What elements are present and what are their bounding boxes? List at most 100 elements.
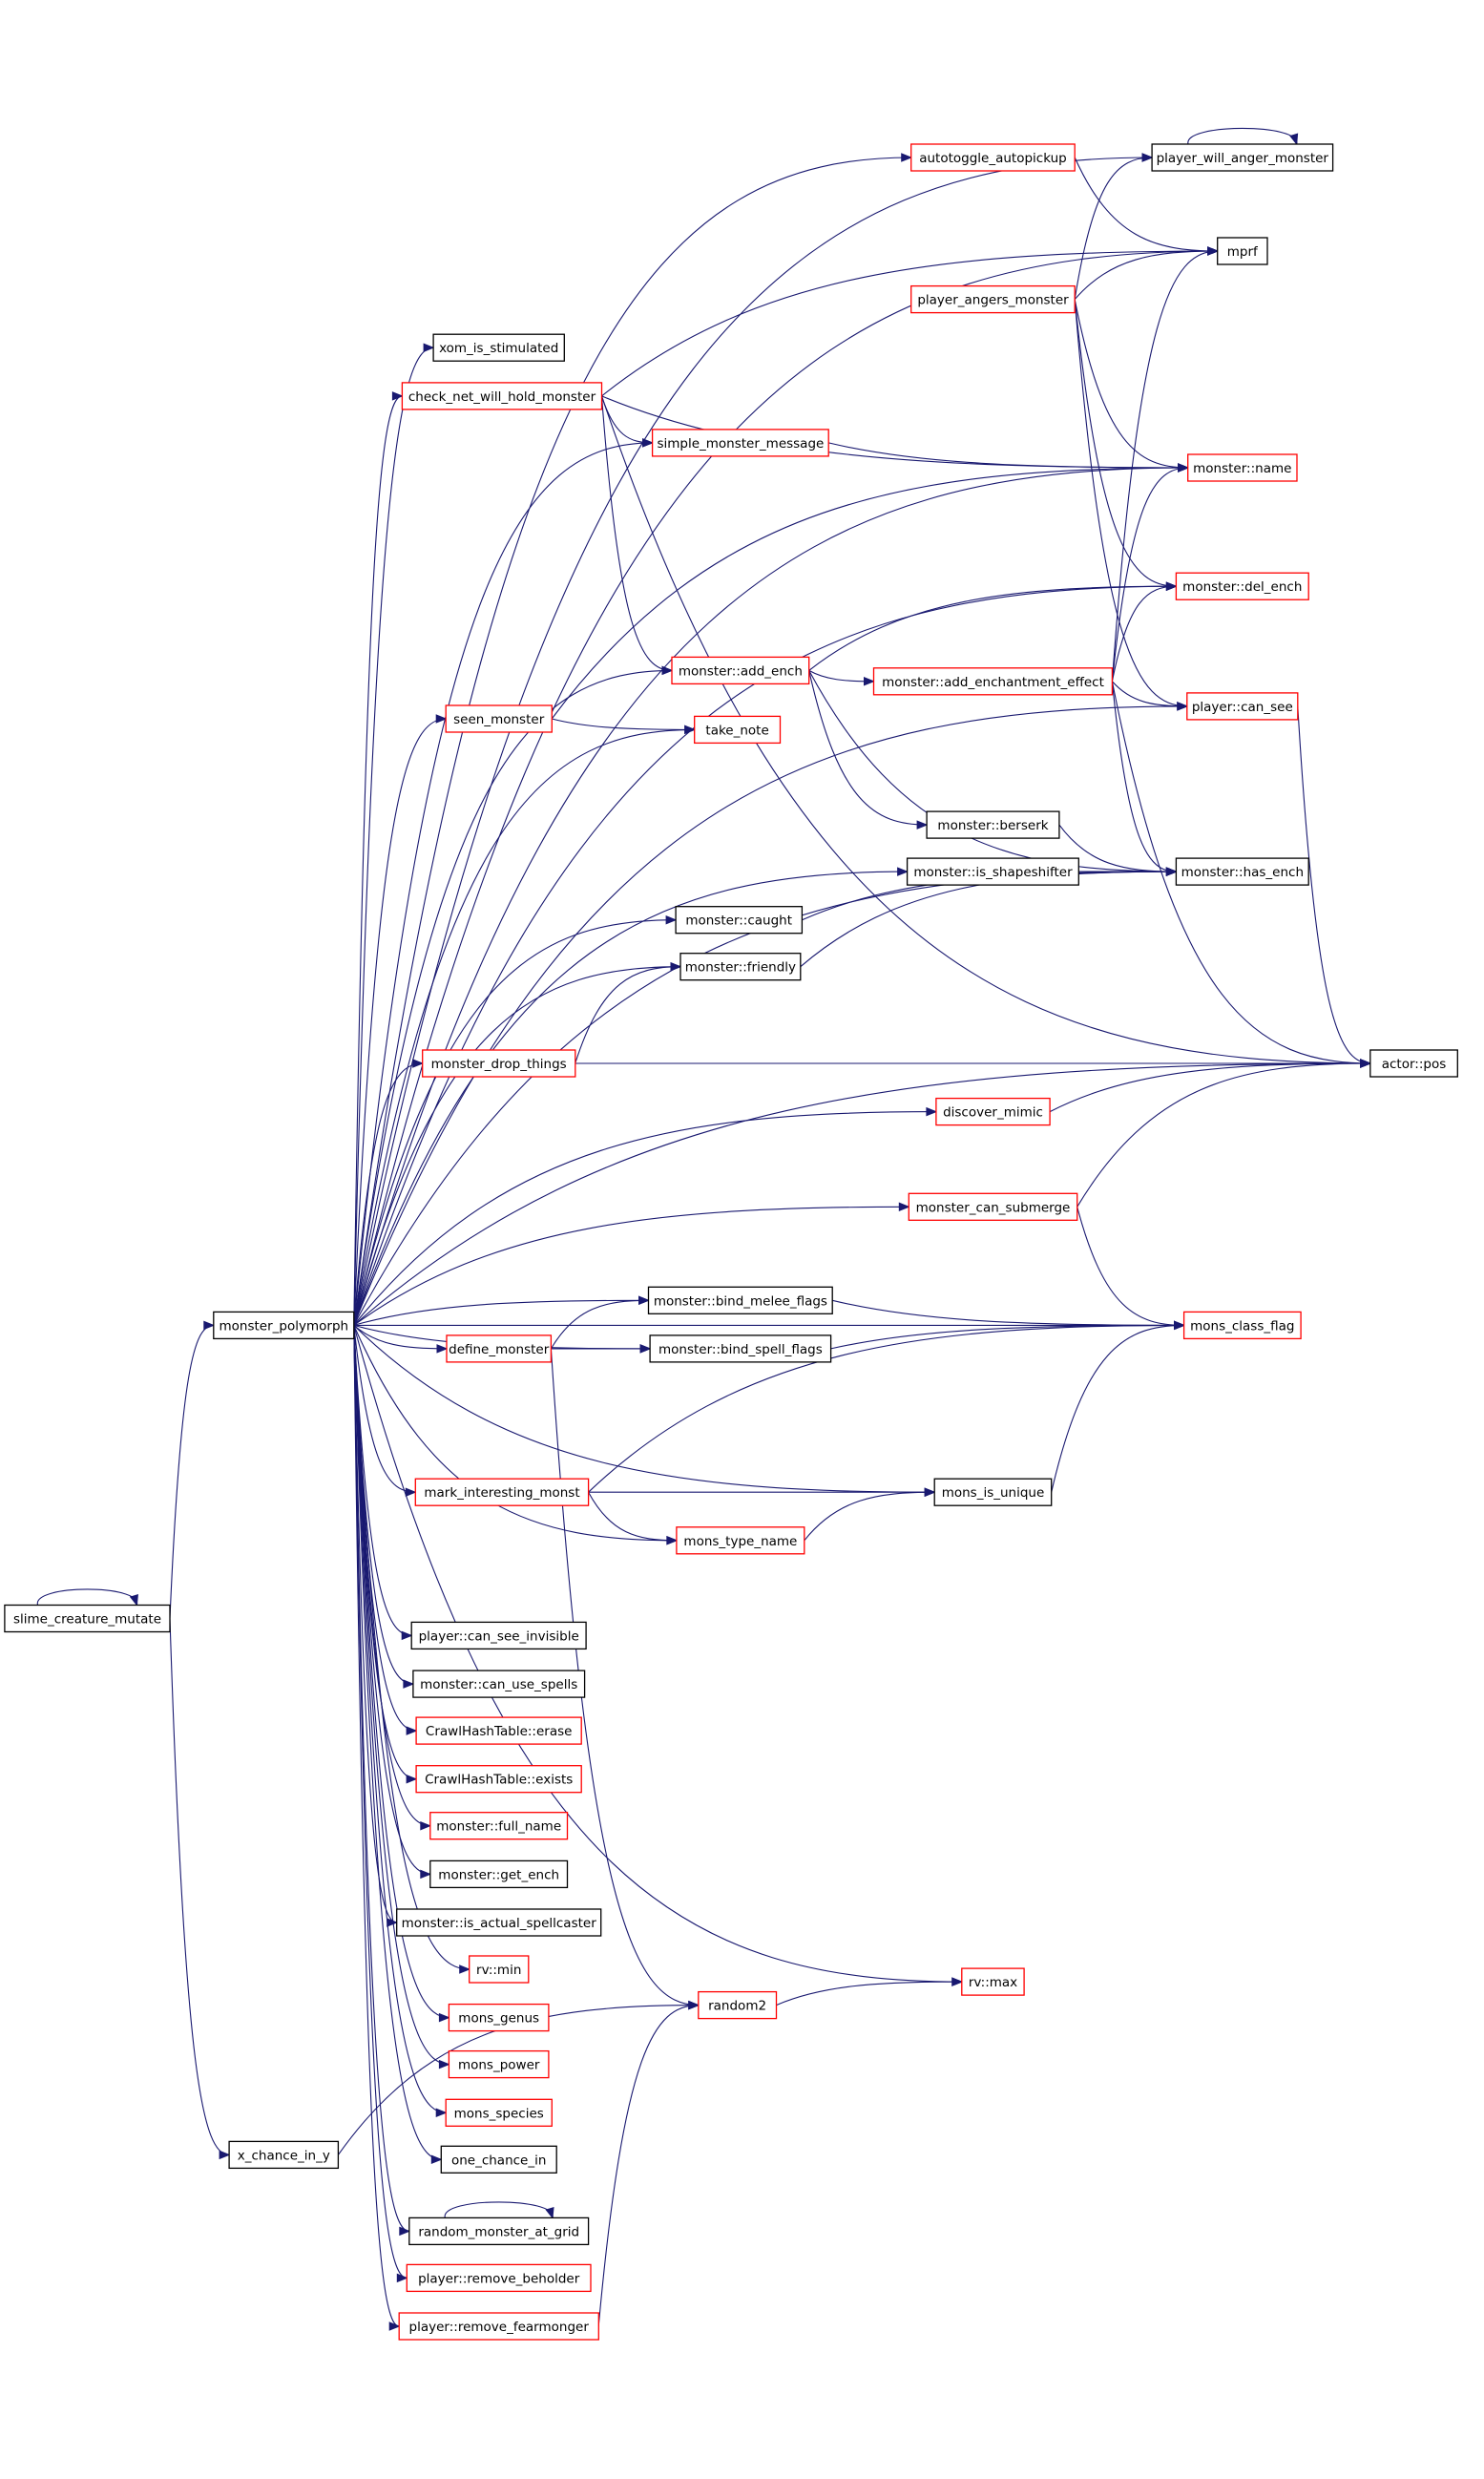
- node-monster-can-submerge[interactable]: monster_can_submerge: [908, 1192, 1078, 1221]
- node-monster-polymorph[interactable]: monster_polymorph: [213, 1311, 355, 1340]
- node-take-note[interactable]: take_note: [694, 715, 782, 745]
- node-monster-full-name[interactable]: monster::full_name: [429, 1812, 569, 1840]
- edge-line: [337, 2005, 699, 2155]
- node-label: mark_interesting_monst: [424, 1485, 579, 1501]
- node-rv-max[interactable]: rv::max: [961, 1967, 1025, 1996]
- edge-monster-friendly-to-monster-has-ench: [800, 867, 1178, 968]
- node-crawlhashtable-exists[interactable]: CrawlHashTable::exists: [415, 1765, 582, 1794]
- node-one-chance-in[interactable]: one_chance_in: [440, 2145, 557, 2174]
- edge-line: [1111, 467, 1188, 682]
- node-player-remove-fearmonger[interactable]: player::remove_fearmonger: [398, 2312, 599, 2341]
- node-monster-del-ench[interactable]: monster::del_ench: [1175, 572, 1309, 600]
- edge-monster-polymorph-to-xom-is-stimulated: [353, 343, 435, 1326]
- node-mons-species[interactable]: mons_species: [445, 2098, 553, 2127]
- node-label: mons_species: [454, 2106, 544, 2121]
- node-discover-mimic[interactable]: discover_mimic: [935, 1097, 1051, 1126]
- edge-arrowhead: [665, 914, 678, 925]
- node-autotoggle-autopickup[interactable]: autotoggle_autopickup: [910, 143, 1076, 172]
- node-box: [398, 2312, 599, 2341]
- edge-line: [1111, 681, 1187, 707]
- edge-line: [1074, 299, 1187, 707]
- node-seen-monster[interactable]: seen_monster: [445, 704, 553, 733]
- node-check-net-will-hold-monster[interactable]: check_net_will_hold_monster: [401, 382, 603, 410]
- node-box: [1187, 453, 1298, 482]
- node-label: simple_monster_message: [657, 436, 824, 452]
- edge-line: [36, 1588, 137, 1606]
- node-monster-is-shapeshifter[interactable]: monster::is_shapeshifter: [906, 857, 1079, 886]
- node-xom-is-stimulated[interactable]: xom_is_stimulated: [432, 333, 565, 362]
- node-box: [910, 284, 1076, 314]
- node-rv-min[interactable]: rv::min: [469, 1955, 530, 1984]
- edge-arrowhead: [406, 1774, 418, 1784]
- edge-arrowhead: [898, 1202, 910, 1212]
- node-box: [671, 656, 810, 685]
- node-monster-get-ench[interactable]: monster::get_ench: [429, 1859, 569, 1889]
- node-player-remove-beholder[interactable]: player::remove_beholder: [406, 2263, 592, 2293]
- node-mark-interesting-monst[interactable]: mark_interesting_monst: [414, 1478, 590, 1506]
- edge-arrowhead: [403, 1679, 415, 1689]
- node-monster-has-ench[interactable]: monster::has_ench: [1175, 857, 1309, 886]
- edge-line: [800, 871, 1177, 968]
- node-mons-class-flag[interactable]: mons_class_flag: [1182, 1311, 1302, 1340]
- node-define-monster[interactable]: define_monster: [446, 1334, 553, 1363]
- node-simple-monster-message[interactable]: simple_monster_message: [651, 429, 829, 457]
- node-monster-add-ench[interactable]: monster::add_ench: [671, 656, 810, 685]
- edge-monster-add-enchantment-effect-to-player-can-see: [1111, 681, 1189, 711]
- edge-line: [550, 1348, 699, 2006]
- node-random-monster-at-grid[interactable]: random_monster_at_grid: [408, 2216, 590, 2246]
- edge-monster-polymorph-to-autotoggle-autopickup: [353, 153, 913, 1326]
- node-mprf[interactable]: mprf: [1217, 237, 1268, 265]
- node-actor-pos[interactable]: actor::pos: [1369, 1049, 1458, 1078]
- edge-monster-polymorph-to-monster-add-ench: [353, 665, 674, 1326]
- node-monster-is-actual-spellcaster[interactable]: monster::is_actual_spellcaster: [396, 1908, 602, 1937]
- node-label: mons_type_name: [683, 1534, 797, 1549]
- edge-line: [1187, 127, 1298, 145]
- edge-line: [353, 1062, 1370, 1326]
- node-monster-drop-things[interactable]: monster_drop_things: [422, 1049, 576, 1078]
- node-monster-name[interactable]: monster::name: [1187, 453, 1298, 482]
- node-monster-berserk[interactable]: monster::berserk: [926, 810, 1060, 839]
- edge-arrowhead: [1360, 1059, 1372, 1068]
- edge-slime-creature-mutate-to-slime-creature-mutate: [36, 1588, 138, 1607]
- node-label: CrawlHashTable::erase: [426, 1724, 573, 1739]
- node-monster-caught[interactable]: monster::caught: [675, 906, 804, 935]
- node-mons-is-unique[interactable]: mons_is_unique: [933, 1478, 1053, 1506]
- node-monster-bind-melee-flags[interactable]: monster::bind_melee_flags: [647, 1286, 833, 1314]
- edge-arrowhead: [405, 1487, 417, 1497]
- node-mons-power[interactable]: mons_power: [448, 2049, 550, 2079]
- node-box: [414, 1478, 590, 1506]
- node-crawlhashtable-erase[interactable]: CrawlHashTable::erase: [415, 1716, 582, 1745]
- node-mons-type-name[interactable]: mons_type_name: [676, 1526, 805, 1555]
- edge-line: [353, 669, 673, 1326]
- node-box: [676, 1526, 805, 1555]
- edge-slime-creature-mutate-to-x-chance-in-y: [169, 1618, 231, 2160]
- edge-arrowhead: [638, 1295, 650, 1306]
- edge-monster-add-ench-to-monster-has-ench: [808, 670, 1178, 876]
- node-monster-friendly[interactable]: monster::friendly: [679, 953, 802, 981]
- edge-random2-to-rv-max: [776, 1977, 964, 2006]
- node-random2[interactable]: random2: [698, 1990, 778, 2020]
- node-x-chance-in-y[interactable]: x_chance_in_y: [228, 2140, 340, 2170]
- node-monster-add-enchantment-effect[interactable]: monster::add_enchantment_effect: [872, 667, 1114, 696]
- node-label: monster::has_ench: [1181, 865, 1304, 880]
- node-label: seen_monster: [453, 712, 545, 727]
- edge-arrowhead: [129, 1594, 138, 1607]
- node-player-will-anger-monster[interactable]: player_will_anger_monster: [1151, 143, 1334, 172]
- edge-player-remove-fearmonger-to-random2: [597, 2000, 700, 2327]
- node-box: [961, 1967, 1025, 1996]
- node-monster-can-use-spells[interactable]: monster::can_use_spells: [412, 1670, 586, 1698]
- edge-arrowhead: [438, 2059, 450, 2069]
- node-box: [651, 429, 829, 457]
- edges-layer: [36, 127, 1372, 2331]
- node-player-can-see[interactable]: player::can_see: [1186, 692, 1299, 721]
- node-monster-bind-spell-flags[interactable]: monster::bind_spell_flags: [649, 1334, 832, 1363]
- edge-line: [169, 1324, 214, 1619]
- node-player-angers-monster[interactable]: player_angers_monster: [910, 284, 1076, 314]
- edge-arrowhead: [203, 1320, 216, 1331]
- edge-line: [1111, 585, 1177, 682]
- node-slime-creature-mutate[interactable]: slime_creature_mutate: [4, 1604, 171, 1633]
- edge-line: [588, 1324, 1184, 1493]
- edge-arrowhead: [1174, 1320, 1185, 1331]
- node-player-can-see-invisible[interactable]: player::can_see_invisible: [410, 1621, 587, 1650]
- node-mons-genus[interactable]: mons_genus: [448, 2003, 550, 2032]
